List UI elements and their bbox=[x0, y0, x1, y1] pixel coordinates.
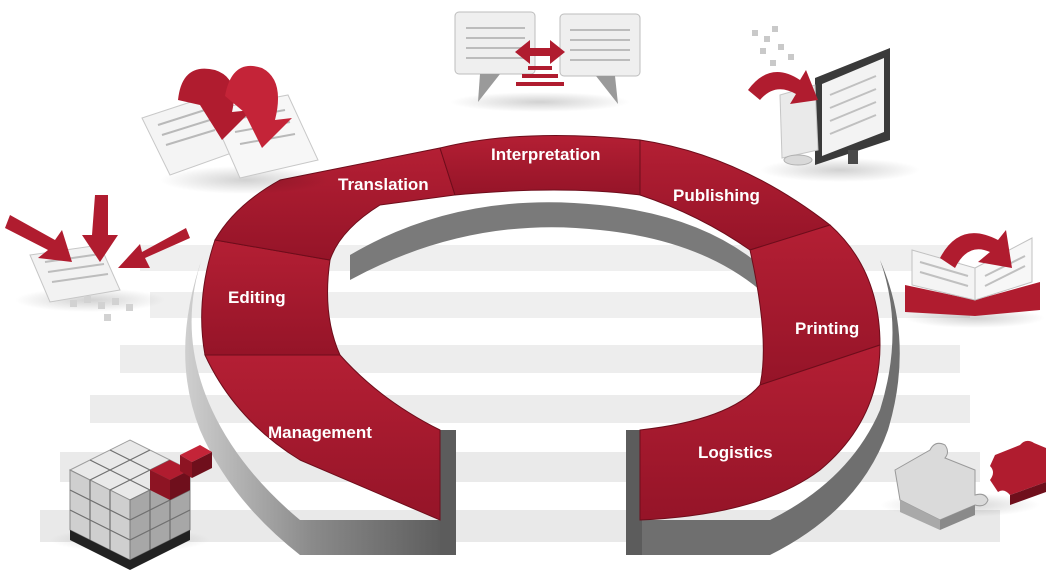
speech-bubbles-icon bbox=[450, 11, 641, 112]
incoming-arrows-icon bbox=[5, 195, 190, 321]
label-management: Management bbox=[268, 423, 372, 442]
document-arrows-icon bbox=[141, 65, 330, 194]
puzzle-pieces-icon bbox=[880, 440, 1046, 530]
label-publishing: Publishing bbox=[673, 186, 760, 205]
label-printing: Printing bbox=[795, 319, 859, 338]
segment-logistics bbox=[639, 344, 881, 521]
cube-stack-icon bbox=[50, 439, 212, 570]
ring-segments bbox=[201, 135, 881, 521]
label-logistics: Logistics bbox=[698, 443, 773, 462]
segment-management bbox=[204, 354, 441, 521]
segment-editing bbox=[201, 239, 341, 356]
label-translation: Translation bbox=[338, 175, 429, 194]
segment-labels: Management Editing Translation Interpret… bbox=[228, 145, 859, 462]
computer-monitor-icon bbox=[748, 26, 920, 182]
segment-translation bbox=[214, 147, 456, 261]
open-book-icon bbox=[905, 230, 1045, 328]
label-editing: Editing bbox=[228, 288, 286, 307]
label-interpretation: Interpretation bbox=[491, 145, 601, 164]
ring-side-walls bbox=[185, 202, 900, 555]
